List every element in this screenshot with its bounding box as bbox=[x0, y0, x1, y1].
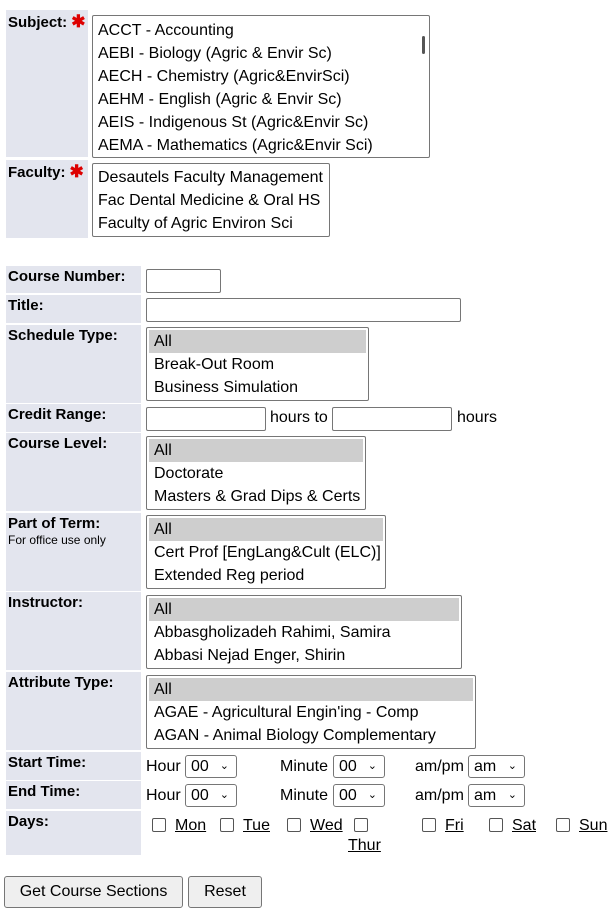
faculty-option[interactable]: Fac Dental Medicine & Oral HS bbox=[98, 192, 321, 209]
title-label: Title: bbox=[6, 295, 141, 323]
day-checkbox-wed[interactable] bbox=[287, 818, 301, 832]
credit-range-label: Credit Range: bbox=[6, 404, 141, 432]
schedule-type-option[interactable]: Business Simulation bbox=[154, 379, 299, 396]
course-level-listbox[interactable]: All Doctorate Masters & Grad Dips & Cert… bbox=[146, 436, 366, 510]
start-hour-label: Hour bbox=[146, 758, 181, 775]
day-checkbox-sun[interactable] bbox=[556, 818, 570, 832]
start-minute-select[interactable]: 00⌄ bbox=[333, 755, 385, 778]
hours-to-text: hours to bbox=[270, 409, 328, 426]
start-ampm-label: am/pm bbox=[415, 758, 464, 775]
course-level-option[interactable]: Masters & Grad Dips & Certs bbox=[154, 488, 361, 505]
day-checkbox-fri[interactable] bbox=[422, 818, 436, 832]
instructor-listbox[interactable]: All Abbasgholizadeh Rahimi, Samira Abbas… bbox=[146, 595, 462, 669]
attribute-type-option[interactable]: All bbox=[149, 678, 473, 701]
start-time-label: Start Time: bbox=[6, 752, 141, 780]
chevron-down-icon: ⌄ bbox=[507, 789, 517, 801]
subject-option[interactable]: ACCT - Accounting bbox=[98, 22, 234, 39]
end-time-label: End Time: bbox=[6, 781, 141, 809]
schedule-type-label: Schedule Type: bbox=[6, 325, 141, 403]
required-icon: ✱ bbox=[71, 12, 86, 31]
day-checkbox-sat[interactable] bbox=[489, 818, 503, 832]
start-hour-select[interactable]: 00⌄ bbox=[185, 755, 237, 778]
subject-option[interactable]: AEHM - English (Agric & Envir Sc) bbox=[98, 91, 342, 108]
day-checkbox-thur[interactable] bbox=[354, 818, 368, 832]
instructor-option[interactable]: Abbasgholizadeh Rahimi, Samira bbox=[154, 624, 391, 641]
end-ampm-select[interactable]: am⌄ bbox=[468, 784, 525, 807]
part-of-term-label: Part of Term: For office use only bbox=[6, 513, 141, 591]
course-number-input[interactable] bbox=[146, 269, 221, 293]
part-of-term-listbox[interactable]: All Cert Prof [EngLang&Cult (ELC)] Exten… bbox=[146, 515, 386, 589]
faculty-option[interactable]: Desautels Faculty Management bbox=[98, 169, 323, 186]
faculty-listbox[interactable]: Desautels Faculty Management Fac Dental … bbox=[92, 163, 330, 237]
chevron-down-icon: ⌄ bbox=[507, 760, 517, 772]
day-label-fri[interactable]: Fri bbox=[445, 817, 464, 834]
faculty-label: Faculty:✱ bbox=[6, 160, 88, 238]
end-ampm-label: am/pm bbox=[415, 787, 464, 804]
day-label-sun[interactable]: Sun bbox=[579, 817, 608, 834]
day-checkbox-mon[interactable] bbox=[152, 818, 166, 832]
day-label-tue[interactable]: Tue bbox=[243, 817, 270, 834]
end-hour-label: Hour bbox=[146, 787, 181, 804]
instructor-option[interactable]: Abbasi Nejad Enger, Shirin bbox=[154, 647, 346, 664]
days-label: Days: bbox=[6, 811, 141, 855]
end-minute-select[interactable]: 00⌄ bbox=[333, 784, 385, 807]
course-level-label: Course Level: bbox=[6, 433, 141, 511]
start-ampm-select[interactable]: am⌄ bbox=[468, 755, 525, 778]
schedule-type-option[interactable]: All bbox=[149, 330, 366, 353]
instructor-option[interactable]: All bbox=[149, 598, 459, 621]
chevron-down-icon: ⌄ bbox=[367, 760, 377, 772]
start-minute-label: Minute bbox=[280, 758, 329, 775]
end-minute-label: Minute bbox=[280, 787, 329, 804]
attribute-type-option[interactable]: AGAE - Agricultural Engin'ing - Comp bbox=[154, 704, 419, 721]
end-hour-select[interactable]: 00⌄ bbox=[185, 784, 237, 807]
faculty-option[interactable]: Faculty of Agric Environ Sci bbox=[98, 215, 293, 232]
subject-option[interactable]: AEBI - Biology (Agric & Envir Sc) bbox=[98, 45, 332, 62]
scrollbar-thumb[interactable] bbox=[422, 36, 425, 54]
part-of-term-option[interactable]: Cert Prof [EngLang&Cult (ELC)] bbox=[154, 544, 381, 561]
instructor-label: Instructor: bbox=[6, 592, 141, 670]
subject-listbox[interactable]: ACCT - Accounting AEBI - Biology (Agric … bbox=[92, 15, 430, 158]
title-input[interactable] bbox=[146, 298, 461, 322]
reset-button[interactable]: Reset bbox=[188, 876, 262, 908]
credit-range-from-input[interactable] bbox=[146, 407, 266, 431]
hours-text: hours bbox=[457, 409, 498, 426]
subject-option[interactable]: AEMA - Mathematics (Agric&Envir Sci) bbox=[98, 137, 373, 154]
subject-option[interactable]: AECH - Chemistry (Agric&EnvirSci) bbox=[98, 68, 350, 85]
subject-label: Subject:✱ bbox=[6, 10, 88, 157]
schedule-type-listbox[interactable]: All Break-Out Room Business Simulation bbox=[146, 327, 369, 401]
course-number-label: Course Number: bbox=[6, 266, 141, 293]
subject-option[interactable]: AEIS - Indigenous St (Agric&Envir Sc) bbox=[98, 114, 369, 131]
chevron-down-icon: ⌄ bbox=[219, 789, 229, 801]
day-label-sat[interactable]: Sat bbox=[512, 817, 537, 834]
get-course-sections-button[interactable]: Get Course Sections bbox=[4, 876, 183, 908]
office-use-note: For office use only bbox=[8, 533, 106, 547]
day-label-wed[interactable]: Wed bbox=[310, 817, 343, 834]
attribute-type-listbox[interactable]: All AGAE - Agricultural Engin'ing - Comp… bbox=[146, 675, 476, 749]
attribute-type-option[interactable]: AGAN - Animal Biology Complementary bbox=[154, 727, 436, 744]
course-level-option[interactable]: Doctorate bbox=[154, 465, 224, 482]
day-checkbox-tue[interactable] bbox=[220, 818, 234, 832]
course-level-option[interactable]: All bbox=[149, 439, 363, 462]
attribute-type-label: Attribute Type: bbox=[6, 672, 141, 750]
day-label-mon[interactable]: Mon bbox=[175, 817, 207, 834]
day-label-thur[interactable]: Thur bbox=[348, 837, 381, 854]
schedule-type-option[interactable]: Break-Out Room bbox=[154, 356, 275, 373]
credit-range-to-input[interactable] bbox=[332, 407, 452, 431]
part-of-term-option[interactable]: Extended Reg period bbox=[154, 567, 305, 584]
chevron-down-icon: ⌄ bbox=[219, 760, 229, 772]
chevron-down-icon: ⌄ bbox=[367, 789, 377, 801]
required-icon: ✱ bbox=[69, 162, 84, 181]
part-of-term-option[interactable]: All bbox=[149, 518, 383, 541]
